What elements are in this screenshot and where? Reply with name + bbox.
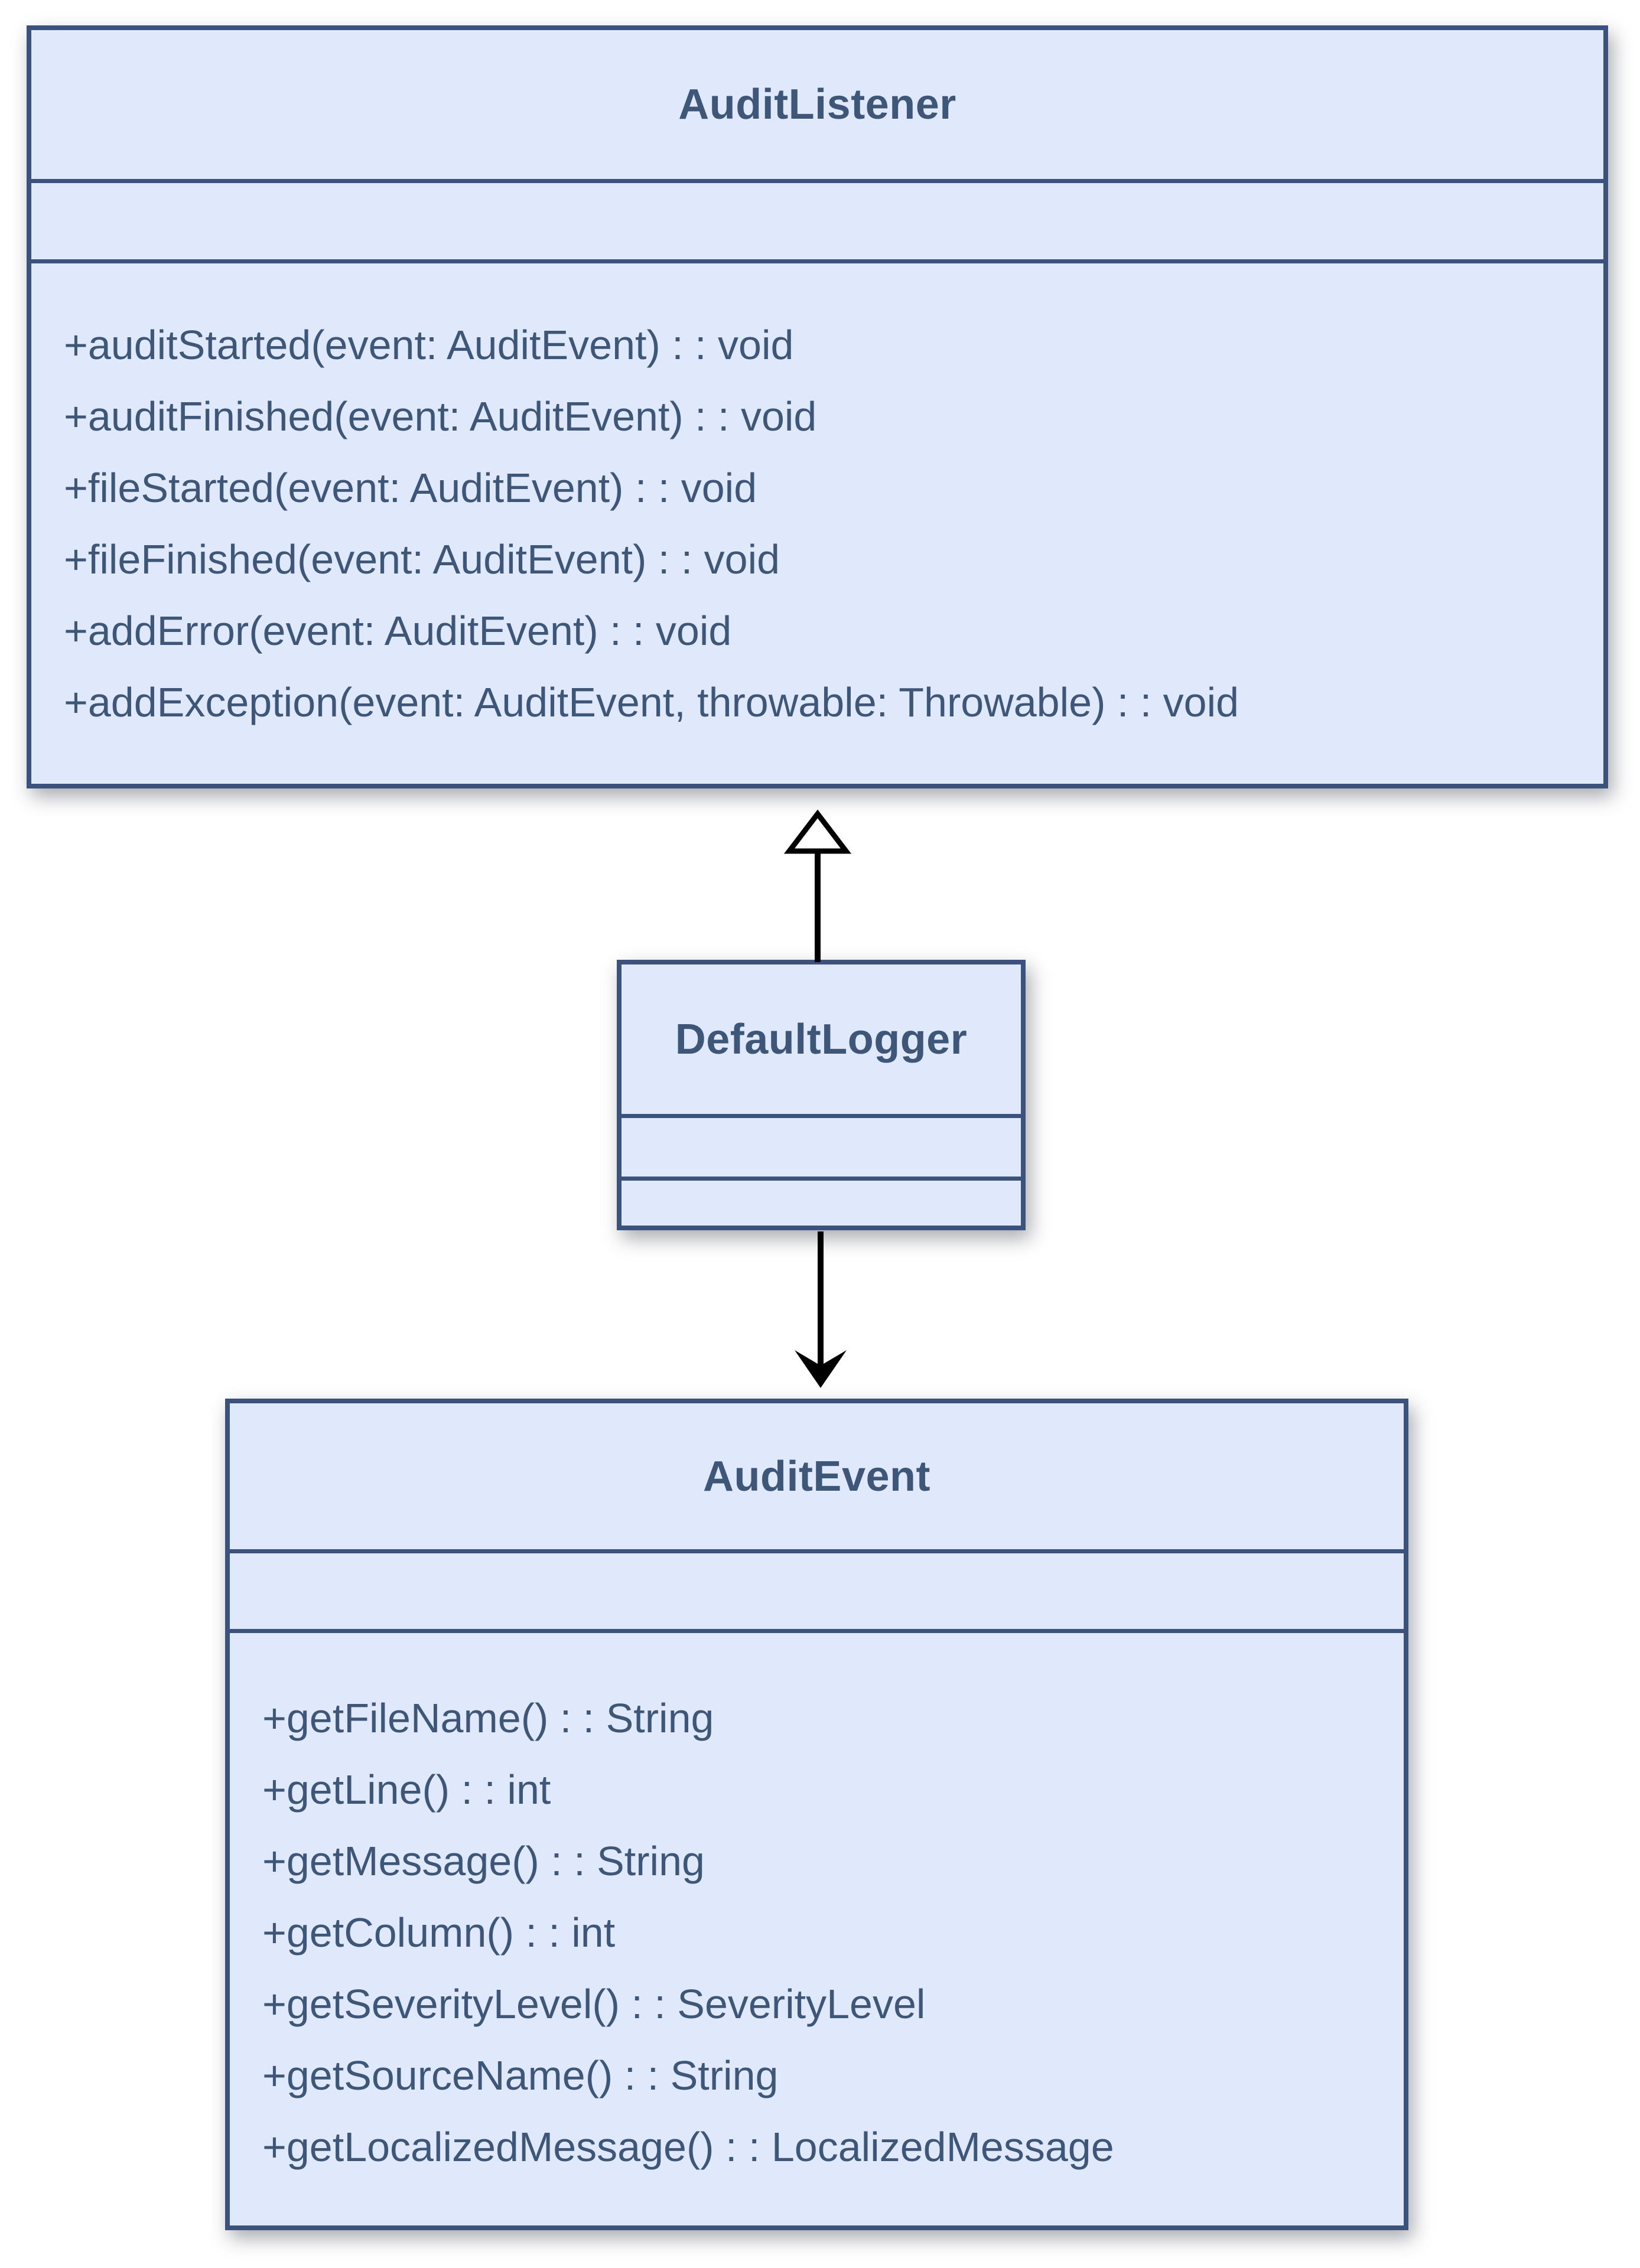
class-box-defaultlogger: DefaultLogger (617, 960, 1026, 1230)
class-box-auditlistener: AuditListener +auditStarted(event: Audit… (27, 25, 1608, 788)
attributes-compartment (31, 179, 1603, 259)
method-row: +addError(event: AuditEvent) : : void (64, 608, 732, 654)
method-row: +getColumn() : : int (262, 1909, 616, 1956)
method-row: +getSourceName() : : String (262, 2052, 779, 2098)
method-row: +addException(event: AuditEvent, throwab… (64, 679, 1239, 725)
method-row: +auditFinished(event: AuditEvent) : : vo… (64, 393, 817, 439)
class-title: DefaultLogger (675, 1015, 968, 1063)
class-box-auditevent: AuditEvent +getFileName() : : String +ge… (225, 1399, 1408, 2230)
methods-compartment: +getFileName() : : String +getLine() : :… (230, 1629, 1404, 2225)
method-row: +getLocalizedMessage() : : LocalizedMess… (262, 2124, 1114, 2170)
method-row: +getLine() : : int (262, 1767, 551, 1813)
methods-compartment (621, 1177, 1021, 1226)
generalization-edge (783, 809, 852, 962)
method-row: +fileStarted(event: AuditEvent) : : void (64, 465, 757, 511)
class-title: AuditListener (678, 81, 956, 128)
attributes-compartment (621, 1114, 1021, 1177)
method-row: +auditStarted(event: AuditEvent) : : voi… (64, 322, 794, 368)
method-row: +getSeverityLevel() : : SeverityLevel (262, 1981, 926, 2027)
method-row: +getFileName() : : String (262, 1695, 714, 1741)
method-row: +getMessage() : : String (262, 1838, 705, 1884)
association-edge (795, 1231, 847, 1388)
hollow-triangle-arrowhead-icon (783, 809, 852, 854)
class-title: AuditEvent (702, 1452, 930, 1500)
methods-compartment: +auditStarted(event: AuditEvent) : : voi… (31, 259, 1603, 784)
attributes-compartment (230, 1549, 1404, 1629)
method-row: +fileFinished(event: AuditEvent) : : voi… (64, 536, 780, 582)
open-v-arrowhead-icon (795, 1350, 847, 1388)
